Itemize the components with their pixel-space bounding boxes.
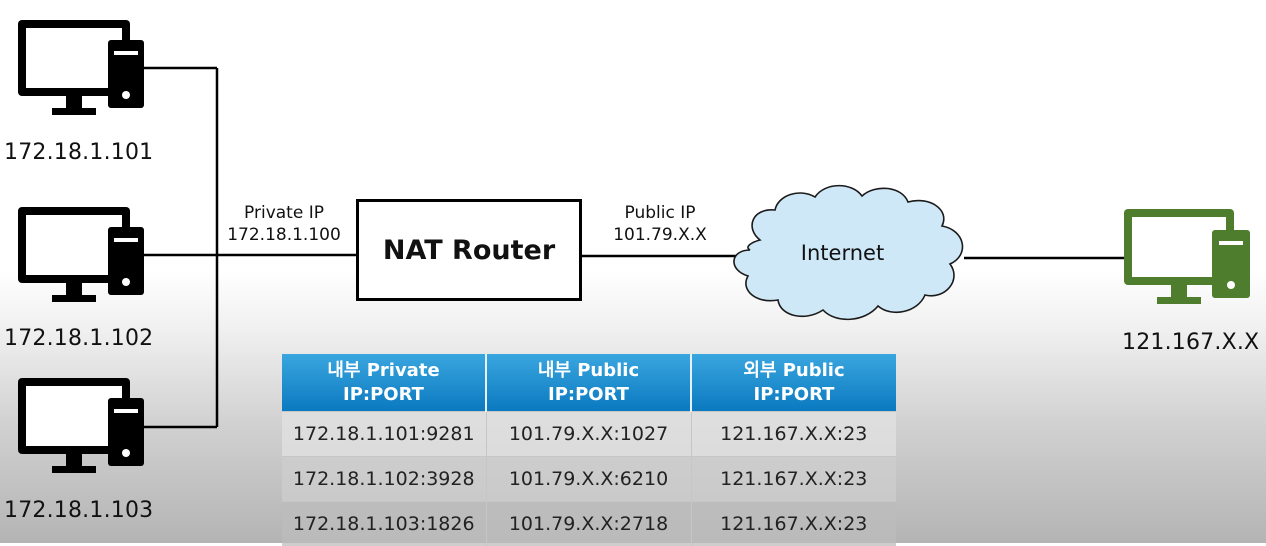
table-row: 172.18.1.101:9281 101.79.X.X:1027 121.16…	[282, 412, 896, 457]
remote-ip-label: 121.167.X.X	[1122, 330, 1259, 355]
computer-icon-host-2	[18, 207, 144, 302]
table-cell: 101.79.X.X:6210	[486, 457, 691, 502]
internet-label: Internet	[790, 241, 895, 265]
public-ip-value: 101.79.X.X	[598, 224, 722, 246]
table-row: 172.18.1.103:1826 101.79.X.X:2718 121.16…	[282, 502, 896, 546]
private-ip-label: Private IP 172.18.1.100	[218, 202, 350, 246]
header-internal-public-line1: 내부 Public	[487, 359, 690, 383]
header-internal-public-line2: IP:PORT	[487, 383, 690, 407]
header-external-public-line2: IP:PORT	[692, 383, 896, 407]
host-2-ip-label: 172.18.1.102	[4, 326, 153, 351]
table-cell: 121.167.X.X:23	[691, 457, 896, 502]
header-internal-private-line1: 내부 Private	[282, 359, 485, 383]
table-cell: 121.167.X.X:23	[691, 412, 896, 457]
public-ip-label: Public IP 101.79.X.X	[598, 202, 722, 246]
header-internal-public: 내부 Public IP:PORT	[486, 354, 691, 412]
table-cell: 172.18.1.103:1826	[282, 502, 486, 546]
host-3-ip-label: 172.18.1.103	[4, 498, 153, 523]
table-header-row: 내부 Private IP:PORT 내부 Public IP:PORT 외부 …	[282, 354, 896, 412]
header-external-public-line1: 외부 Public	[692, 359, 896, 383]
table-cell: 101.79.X.X:1027	[486, 412, 691, 457]
table-cell: 172.18.1.102:3928	[282, 457, 486, 502]
host-1-ip-label: 172.18.1.101	[4, 140, 153, 165]
header-internal-private: 내부 Private IP:PORT	[282, 354, 486, 412]
computer-icon-host-3	[18, 378, 144, 473]
computer-icon-remote	[1124, 209, 1250, 304]
header-external-public: 외부 Public IP:PORT	[691, 354, 896, 412]
header-internal-private-line2: IP:PORT	[282, 383, 485, 407]
nat-router-box: NAT Router	[356, 199, 582, 301]
table-cell: 101.79.X.X:2718	[486, 502, 691, 546]
table-row: 172.18.1.102:3928 101.79.X.X:6210 121.16…	[282, 457, 896, 502]
computer-icon-host-1	[18, 20, 144, 115]
nat-router-label: NAT Router	[383, 235, 555, 266]
private-ip-value: 172.18.1.100	[218, 224, 350, 246]
table-cell: 172.18.1.101:9281	[282, 412, 486, 457]
nat-translation-table: 내부 Private IP:PORT 내부 Public IP:PORT 외부 …	[282, 354, 896, 546]
private-ip-title: Private IP	[218, 202, 350, 224]
public-ip-title: Public IP	[598, 202, 722, 224]
table-cell: 121.167.X.X:23	[691, 502, 896, 546]
